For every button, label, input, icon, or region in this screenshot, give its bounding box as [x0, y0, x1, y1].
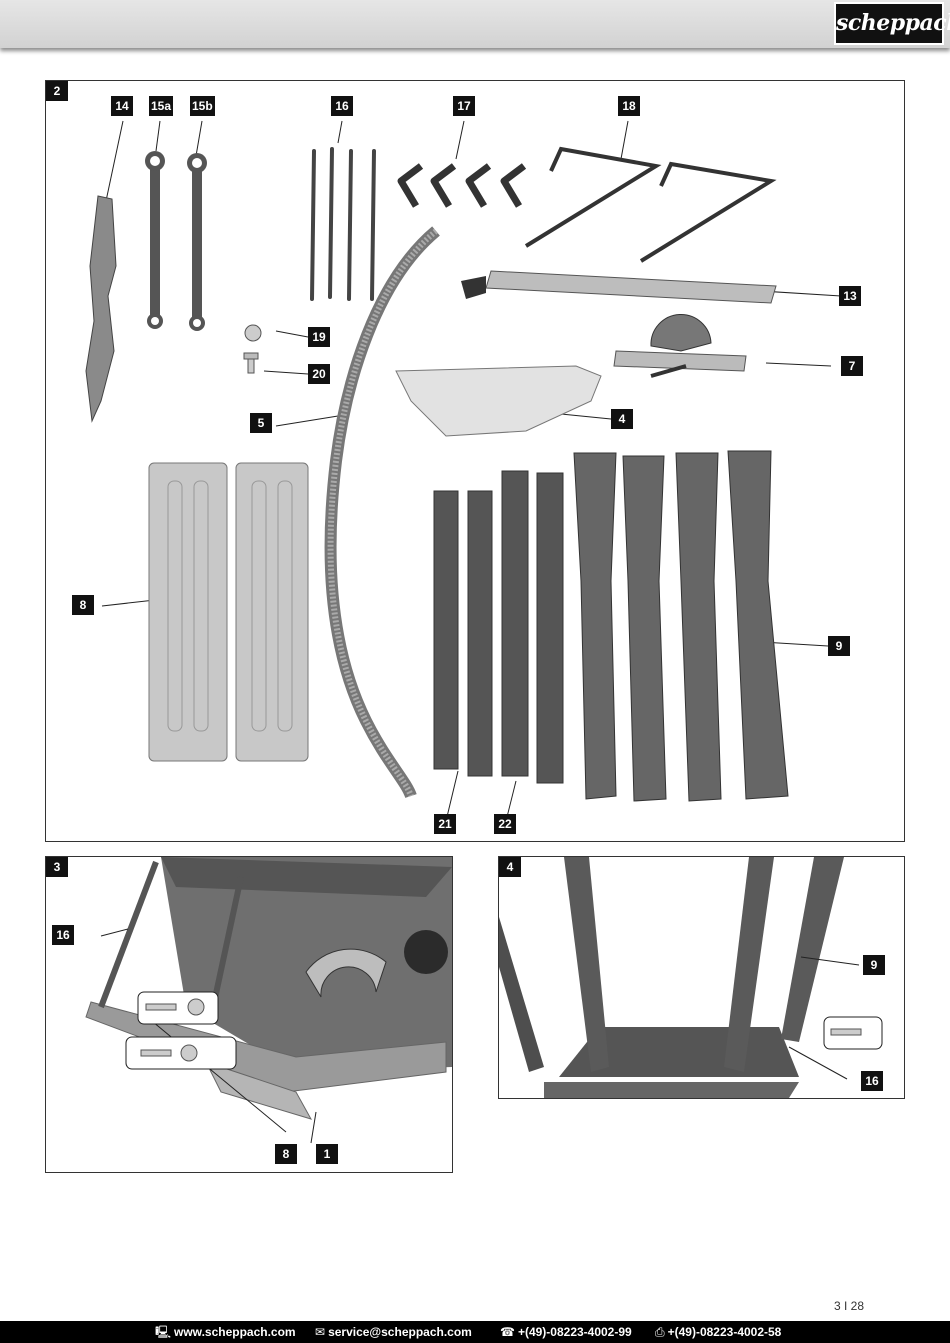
- phone-item: ☎+(49)-08223-4002-99: [500, 1321, 632, 1343]
- phone-icon: ☎: [500, 1325, 515, 1339]
- footer-contact-bar: 🖳www.scheppach.com ✉service@scheppach.co…: [0, 1321, 950, 1343]
- fax-item: ⎙+(49)-08223-4002-58: [655, 1321, 781, 1343]
- figure-number: 2: [46, 81, 68, 101]
- label-16: 16: [861, 1071, 883, 1091]
- fax-number: +(49)-08223-4002-58: [667, 1325, 782, 1339]
- figure-number: 3: [46, 857, 68, 877]
- header-bar: scheppach: [0, 0, 950, 48]
- label-1: 1: [316, 1144, 338, 1164]
- label-16: 16: [52, 925, 74, 945]
- label-16: 16: [331, 96, 353, 116]
- figure-4: 4 9 16: [498, 856, 905, 1099]
- label-15b: 15b: [190, 96, 215, 116]
- page-number: 3 I 28: [833, 1299, 864, 1313]
- figure-2: 2 14 15a 15b 16 17 18 13 7 19 20 5 4 8 9…: [45, 80, 905, 842]
- label-5: 5: [250, 413, 272, 433]
- label-15a: 15a: [149, 96, 174, 116]
- label-20: 20: [308, 364, 330, 384]
- label-22: 22: [494, 814, 516, 834]
- website-link[interactable]: www.scheppach.com: [174, 1325, 296, 1339]
- figure-number: 4: [499, 857, 521, 877]
- label-18: 18: [618, 96, 640, 116]
- figure-3: 3 16 8 1: [45, 856, 453, 1173]
- label-9: 9: [863, 955, 885, 975]
- website-item: 🖳www.scheppach.com: [155, 1321, 296, 1343]
- computer-icon: 🖳: [155, 1325, 172, 1339]
- label-7: 7: [841, 356, 863, 376]
- label-21: 21: [434, 814, 456, 834]
- label-13: 13: [839, 286, 861, 306]
- phone-number: +(49)-08223-4002-99: [517, 1325, 632, 1339]
- leg-mounting-photo: [499, 857, 883, 1098]
- email-item: ✉service@scheppach.com: [315, 1321, 472, 1343]
- table-extension-mounting-photo: [85, 857, 452, 1144]
- scheppach-logo: scheppach: [834, 2, 950, 45]
- label-9: 9: [828, 636, 850, 656]
- label-19: 19: [308, 327, 330, 347]
- label-8: 8: [72, 595, 94, 615]
- fax-icon: ⎙: [655, 1325, 665, 1339]
- email-link[interactable]: service@scheppach.com: [328, 1325, 472, 1339]
- label-17: 17: [453, 96, 475, 116]
- label-8: 8: [275, 1144, 297, 1164]
- label-14: 14: [111, 96, 133, 116]
- parts-overview-illustration: [85, 120, 842, 822]
- mail-icon: ✉: [315, 1325, 326, 1339]
- label-4: 4: [611, 409, 633, 429]
